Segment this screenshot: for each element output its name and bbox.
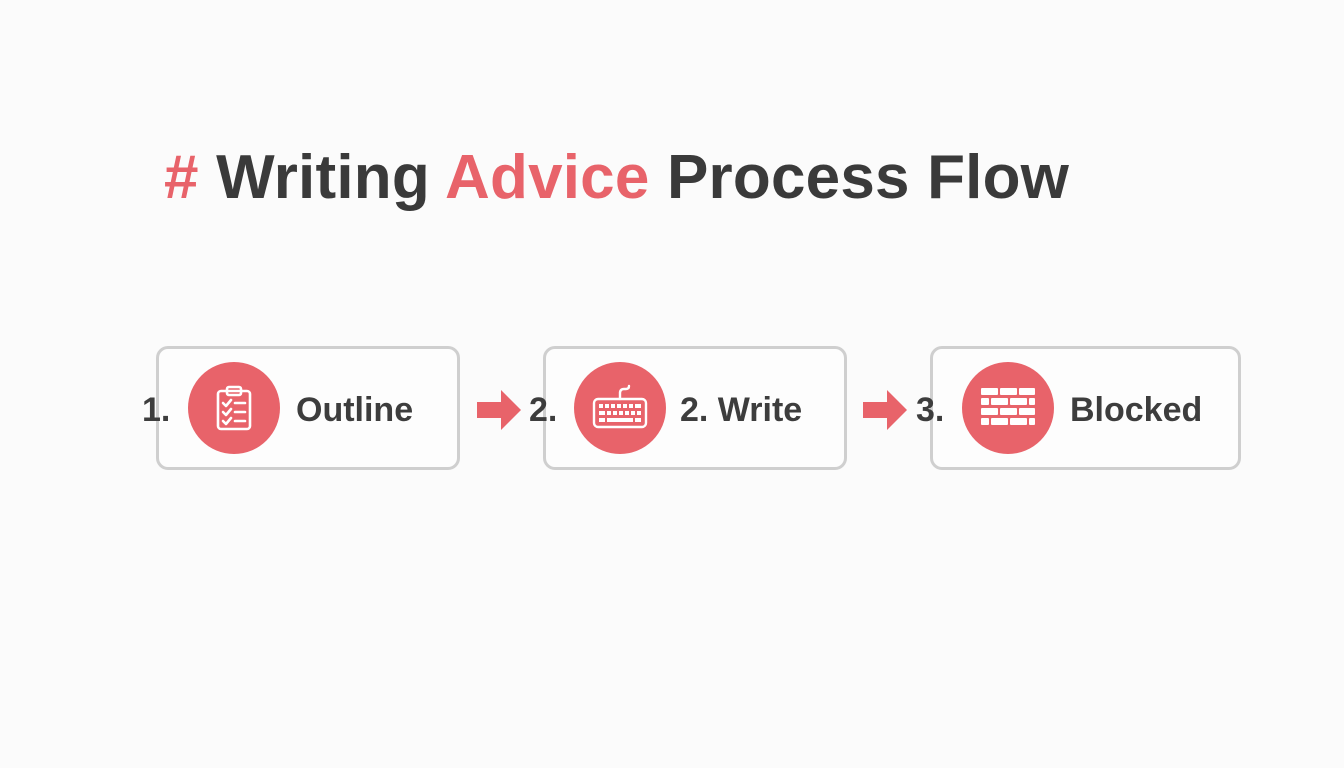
title-hash: # <box>164 143 199 212</box>
clipboard-checklist-icon <box>188 362 280 454</box>
step-label-blocked: Blocked <box>1070 391 1203 429</box>
arrow-right-icon <box>863 390 907 430</box>
page-title: # Writing Advice Process Flow <box>164 140 1069 216</box>
step-number-2: 2. <box>529 391 558 429</box>
step-label-outline: Outline <box>296 391 414 429</box>
step-number-1: 1. <box>142 391 171 429</box>
brick-wall-icon <box>962 362 1054 454</box>
title-rest: Process Flow <box>667 143 1070 212</box>
step-number-3: 3. <box>916 391 945 429</box>
keyboard-icon <box>574 362 666 454</box>
arrow-right-icon <box>477 390 521 430</box>
step-label-write: 2. Write <box>680 391 803 429</box>
title-word-writing: Writing <box>216 143 430 212</box>
title-word-advice: Advice <box>445 143 650 212</box>
